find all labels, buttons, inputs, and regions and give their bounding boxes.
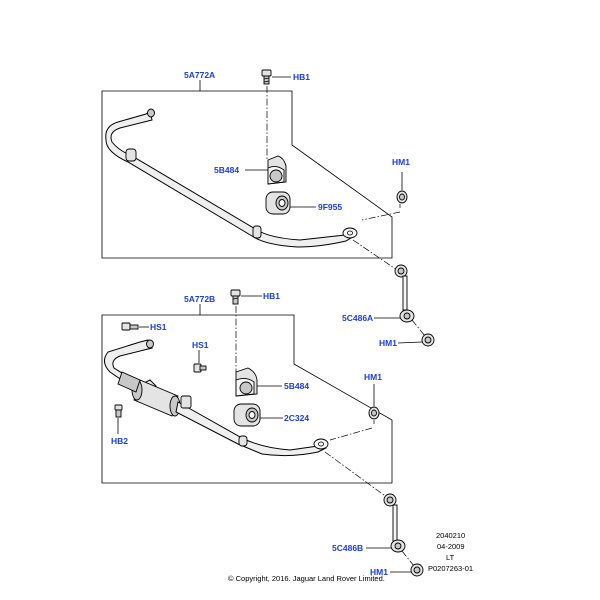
callout-rear-hm1-link[interactable]: HM1 bbox=[370, 567, 388, 577]
callout-5c486b[interactable]: 5C486B bbox=[332, 543, 363, 553]
rear-hm1-nut bbox=[368, 384, 380, 420]
front-hm1-nut bbox=[396, 172, 408, 204]
callout-front-hm1[interactable]: HM1 bbox=[392, 157, 410, 167]
rear-5c486b-link bbox=[366, 493, 406, 553]
front-5c486a-link bbox=[374, 264, 415, 323]
callout-rear-hb1[interactable]: HB1 bbox=[263, 291, 280, 301]
rear-hm1-link-nut bbox=[390, 563, 424, 577]
rear-hs1-screw-left bbox=[121, 322, 149, 331]
front-hb1-bolt bbox=[261, 69, 291, 85]
diagram-date: 04-2009 bbox=[437, 542, 465, 551]
rear-outline-box bbox=[101, 314, 393, 484]
callout-front-5b484[interactable]: 5B484 bbox=[214, 165, 239, 175]
front-5b484-bracket bbox=[245, 155, 287, 185]
callout-front-hb1[interactable]: HB1 bbox=[293, 72, 310, 82]
callout-9f955[interactable]: 9F955 bbox=[318, 202, 342, 212]
diagram-reference: P0207263-01 bbox=[428, 564, 473, 573]
diagram-code: 2040210 bbox=[436, 531, 465, 540]
callout-front-hm1-link[interactable]: HM1 bbox=[379, 338, 397, 348]
callout-rear-hs1-left[interactable]: HS1 bbox=[150, 322, 167, 332]
front-link-axis bbox=[352, 204, 401, 273]
callout-5a772b[interactable]: 5A772B bbox=[184, 294, 215, 304]
callout-rear-hs1-mid[interactable]: HS1 bbox=[192, 340, 209, 350]
rear-hs1-screw-mid bbox=[193, 350, 207, 373]
diagram-region: LT bbox=[446, 553, 455, 562]
callout-rear-hb2[interactable]: HB2 bbox=[111, 436, 128, 446]
rear-link-lower-axis bbox=[401, 550, 415, 567]
callout-5c486a[interactable]: 5C486A bbox=[342, 313, 373, 323]
front-outline-box bbox=[101, 90, 393, 259]
front-stabilizer-bar bbox=[105, 108, 358, 248]
front-9f955-bush bbox=[265, 191, 316, 215]
rear-hb2-bolt bbox=[114, 404, 123, 434]
rear-stabilizer-bar bbox=[104, 339, 329, 457]
callout-rear-hm1[interactable]: HM1 bbox=[364, 372, 382, 382]
callout-5a772a[interactable]: 5A772A bbox=[184, 70, 215, 80]
front-assembly bbox=[101, 69, 435, 347]
rear-link-axis bbox=[324, 420, 389, 499]
rear-2c324-bush bbox=[233, 403, 283, 427]
copyright-notice: © Copyright, 2016. Jaguar Land Rover Lim… bbox=[228, 574, 385, 583]
rear-5b484-bracket bbox=[235, 367, 282, 397]
callout-2c324[interactable]: 2C324 bbox=[284, 413, 309, 423]
rear-hb1-bolt bbox=[230, 289, 262, 305]
front-hm1-link-nut bbox=[397, 333, 435, 347]
front-link-lower-axis bbox=[411, 319, 426, 337]
rear-assembly bbox=[101, 289, 424, 577]
callout-rear-5b484[interactable]: 5B484 bbox=[284, 381, 309, 391]
